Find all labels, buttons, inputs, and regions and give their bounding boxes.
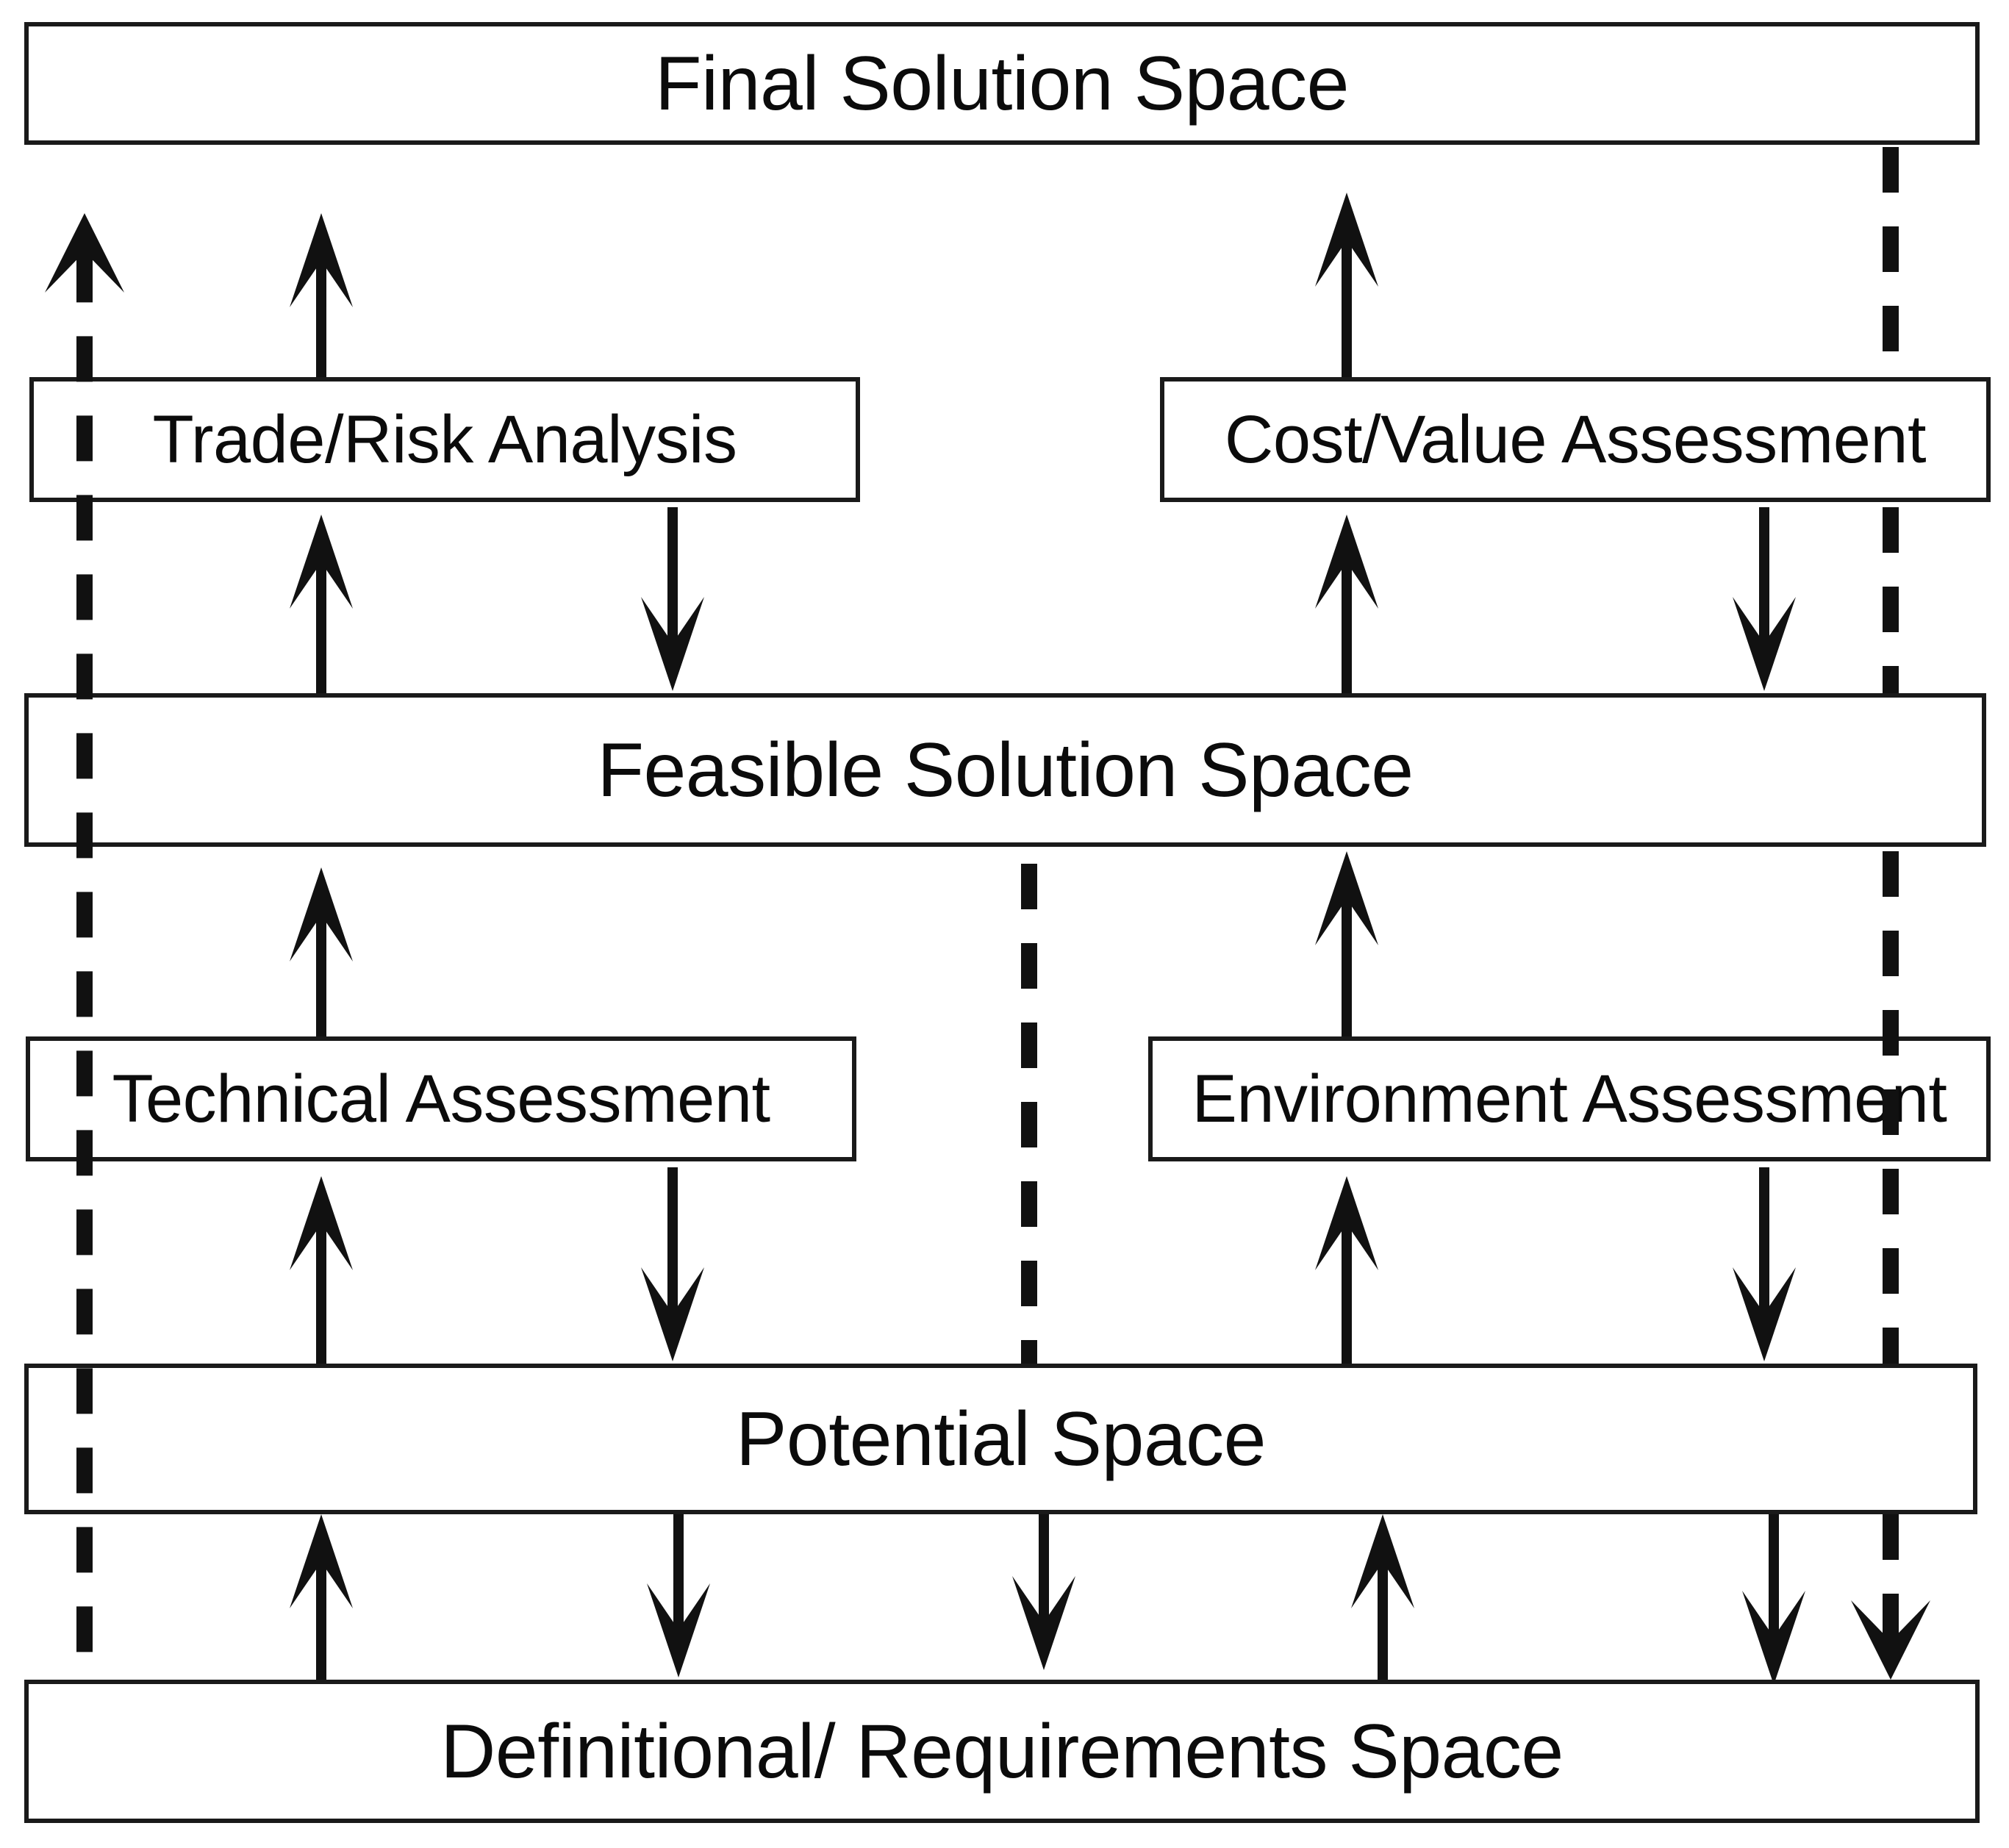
connector-dashed-left-spine-up: [45, 213, 124, 1680]
connector-dashed-right-spine-arrowhead: [1851, 1514, 1930, 1680]
node-environment-assessment[interactable]: Environment Assessment: [1148, 1036, 1991, 1161]
node-label: Cost/Value Assessment: [1224, 402, 1927, 477]
connector-solid-potential-to-technical: [290, 1176, 353, 1364]
connector-solid-feasible-to-trade-risk: [290, 515, 353, 693]
connector-solid-environment-to-feasible: [1315, 851, 1378, 1036]
connector-solid-environment-to-potential: [1733, 1167, 1796, 1361]
connector-solid-potential-to-requirements-b: [1012, 1507, 1075, 1670]
node-cost-value-assessment[interactable]: Cost/Value Assessment: [1160, 377, 1991, 502]
connector-solid-feasible-to-cost-value: [1315, 515, 1378, 693]
connector-solid-trade-risk-to-feasible: [641, 507, 704, 691]
node-label: Trade/Risk Analysis: [152, 402, 737, 477]
node-label: Definitional/ Requirements Space: [440, 1708, 1564, 1794]
node-technical-assessment[interactable]: Technical Assessment: [26, 1036, 856, 1161]
connector-solid-cost-value-to-final: [1315, 193, 1378, 377]
connector-solid-cost-value-to-feasible: [1733, 507, 1796, 691]
node-final-solution-space[interactable]: Final Solution Space: [24, 22, 1980, 145]
node-label: Final Solution Space: [655, 40, 1349, 126]
node-label: Technical Assessment: [112, 1061, 770, 1136]
node-trade-risk-analysis[interactable]: Trade/Risk Analysis: [29, 377, 860, 502]
connector-solid-requirements-to-potential-b: [1351, 1514, 1414, 1680]
node-definitional-requirements-space[interactable]: Definitional/ Requirements Space: [24, 1680, 1980, 1823]
node-label: Environment Assessment: [1192, 1061, 1947, 1136]
connector-solid-technical-to-potential: [641, 1167, 704, 1361]
connector-solid-potential-to-environment: [1315, 1176, 1378, 1364]
node-label: Feasible Solution Space: [597, 727, 1414, 813]
connector-solid-requirements-to-potential: [290, 1514, 353, 1680]
connector-solid-potential-to-requirements-a: [647, 1514, 710, 1677]
node-potential-space[interactable]: Potential Space: [24, 1364, 1977, 1514]
connector-solid-trade-risk-to-final: [290, 213, 353, 377]
connector-solid-technical-to-feasible: [290, 867, 353, 1036]
node-feasible-solution-space[interactable]: Feasible Solution Space: [24, 693, 1986, 847]
node-label: Potential Space: [735, 1396, 1267, 1482]
connector-solid-potential-to-requirements-c: [1742, 1514, 1805, 1685]
